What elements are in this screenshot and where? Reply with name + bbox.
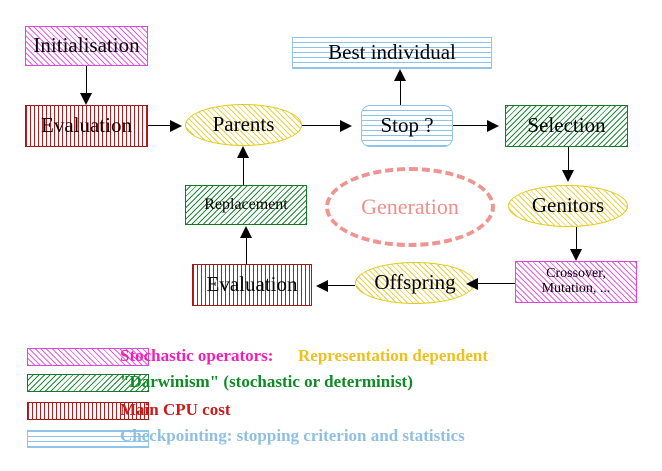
edge-evaluation-to-parents — [148, 125, 173, 126]
legend-swatch-main-cpu-cost — [27, 402, 149, 420]
node-evaluation-top[interactable]: Evaluation — [25, 105, 148, 147]
edge-genitors-to-crossover-arrowhead — [570, 249, 582, 261]
node-generation-loop: Generation — [325, 167, 495, 247]
edge-stop-to-best-individual — [400, 72, 401, 105]
legend-label-darwinism: "Darwinism" (stochastic or determinist) — [120, 372, 413, 391]
node-crossover-mutation[interactable]: Crossover, Mutation, ... — [515, 261, 637, 303]
node-selection-label: Selection — [527, 113, 606, 138]
edge-offspring-to-evaluation-arrowhead — [316, 280, 328, 292]
edge-genitors-to-crossover — [576, 227, 577, 252]
edge-initialisation-to-evaluation — [86, 66, 87, 96]
node-evaluation-bottom-label: Evaluation — [206, 272, 298, 297]
node-best-individual-label: Best individual — [328, 40, 456, 65]
edge-initialisation-to-evaluation-arrowhead — [80, 93, 92, 105]
node-generation-label: Generation — [361, 194, 459, 219]
node-stop-label: Stop ? — [380, 113, 434, 138]
legend-swatch-checkpointing — [27, 430, 149, 448]
edge-stop-to-best-individual-arrowhead — [394, 69, 406, 81]
edge-evaluation-to-replacement-arrowhead — [240, 226, 252, 238]
edge-evaluation-to-replacement — [246, 231, 247, 264]
edge-parents-to-stop — [302, 125, 343, 126]
edge-replacement-to-parents — [243, 151, 244, 185]
legend-label-checkpointing: Checkpointing: stopping criterion and st… — [120, 426, 465, 445]
node-offspring-label: Offspring — [374, 270, 456, 295]
legend-swatch-stochastic-operators — [27, 348, 149, 366]
edge-evaluation-to-parents-arrowhead — [170, 120, 182, 132]
edge-stop-to-selection — [453, 125, 489, 126]
node-stop[interactable]: Stop ? — [361, 105, 453, 147]
node-parents-label: Parents — [212, 112, 275, 137]
node-selection[interactable]: Selection — [505, 105, 628, 147]
legend-label-representation-dependent: Representation dependent — [298, 346, 488, 365]
node-initialisation[interactable]: Initialisation — [25, 26, 148, 66]
edge-crossover-to-offspring-arrowhead — [466, 278, 478, 290]
edge-replacement-to-parents-arrowhead — [237, 146, 249, 158]
edge-selection-to-genitors — [568, 147, 569, 173]
legend-label-stochastic-operators: Stochastic operators: — [120, 346, 274, 365]
edge-crossover-to-offspring — [478, 283, 515, 284]
edge-parents-to-stop-arrowhead — [340, 120, 352, 132]
legend-label-main-cpu-cost: Main CPU cost — [120, 400, 231, 419]
node-replacement-label: Replacement — [204, 195, 288, 213]
node-crossover-mutation-label: Crossover, Mutation, ... — [541, 266, 611, 296]
edge-selection-to-genitors-arrowhead — [562, 170, 574, 182]
edge-offspring-to-evaluation — [327, 285, 355, 286]
node-replacement[interactable]: Replacement — [185, 185, 307, 225]
node-evaluation-bottom[interactable]: Evaluation — [192, 264, 312, 306]
node-evaluation-top-label: Evaluation — [41, 113, 132, 138]
node-initialisation-label: Initialisation — [33, 33, 140, 58]
node-best-individual[interactable]: Best individual — [292, 37, 492, 69]
node-parents[interactable]: Parents — [185, 104, 302, 146]
node-offspring[interactable]: Offspring — [355, 262, 475, 304]
edge-stop-to-selection-arrowhead — [487, 120, 499, 132]
legend-swatch-darwinism — [27, 374, 149, 392]
node-genitors[interactable]: Genitors — [508, 185, 628, 227]
node-genitors-label: Genitors — [531, 193, 605, 218]
